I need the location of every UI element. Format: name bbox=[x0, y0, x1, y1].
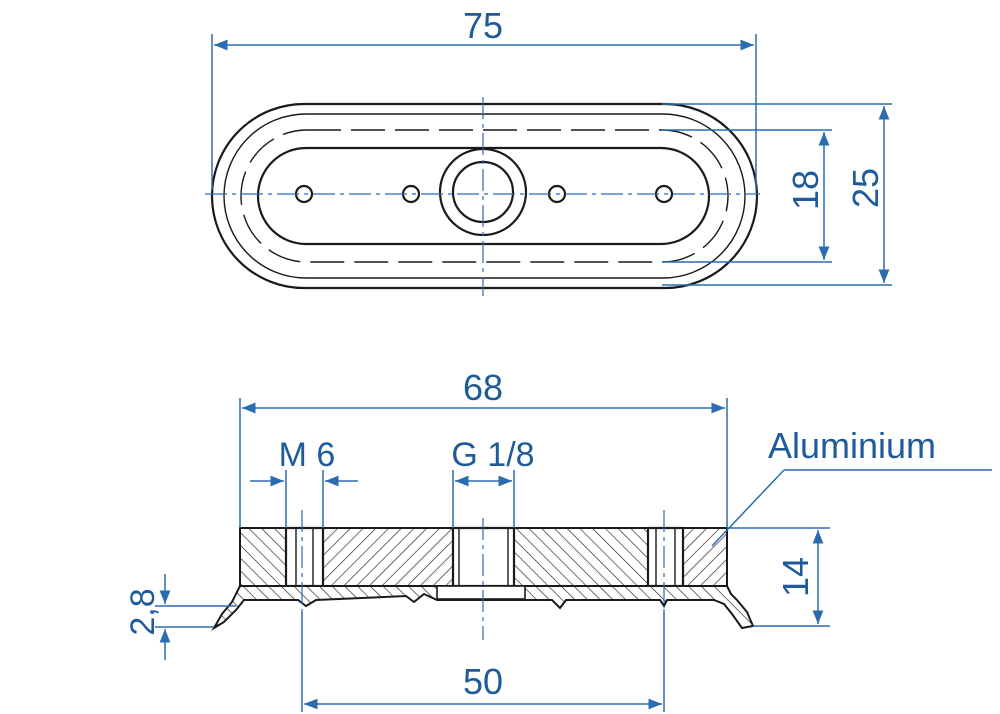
top-view: 75 18 25 bbox=[205, 5, 892, 296]
outer-outline-inner bbox=[223, 113, 746, 279]
label-material: Aluminium bbox=[768, 425, 936, 466]
rubber-pad bbox=[211, 585, 755, 631]
dim-base-length: 68 bbox=[463, 367, 503, 408]
plate-segment bbox=[513, 527, 649, 587]
section-view: 68 M 6 G 1/8 Aluminium 14 2,8 50 bbox=[124, 367, 992, 712]
dim-lip: 2,8 bbox=[124, 588, 162, 635]
thread-bore-left bbox=[284, 526, 325, 588]
dim-overall-width: 25 bbox=[845, 168, 886, 208]
plate-segment bbox=[239, 527, 287, 587]
outer-outline bbox=[210, 102, 759, 290]
plate-segment bbox=[322, 527, 454, 587]
center-port bbox=[436, 585, 526, 600]
label-center-thread: G 1/8 bbox=[451, 436, 534, 474]
label-side-thread: M 6 bbox=[279, 436, 336, 474]
dim-overall-length: 75 bbox=[463, 5, 503, 46]
thread-bore-right bbox=[646, 526, 685, 588]
hidden-contour bbox=[240, 129, 729, 263]
dim-inner-width: 18 bbox=[785, 170, 826, 210]
material-leader bbox=[711, 469, 785, 547]
dim-hole-spacing: 50 bbox=[463, 661, 503, 702]
dim-height: 14 bbox=[775, 557, 816, 597]
